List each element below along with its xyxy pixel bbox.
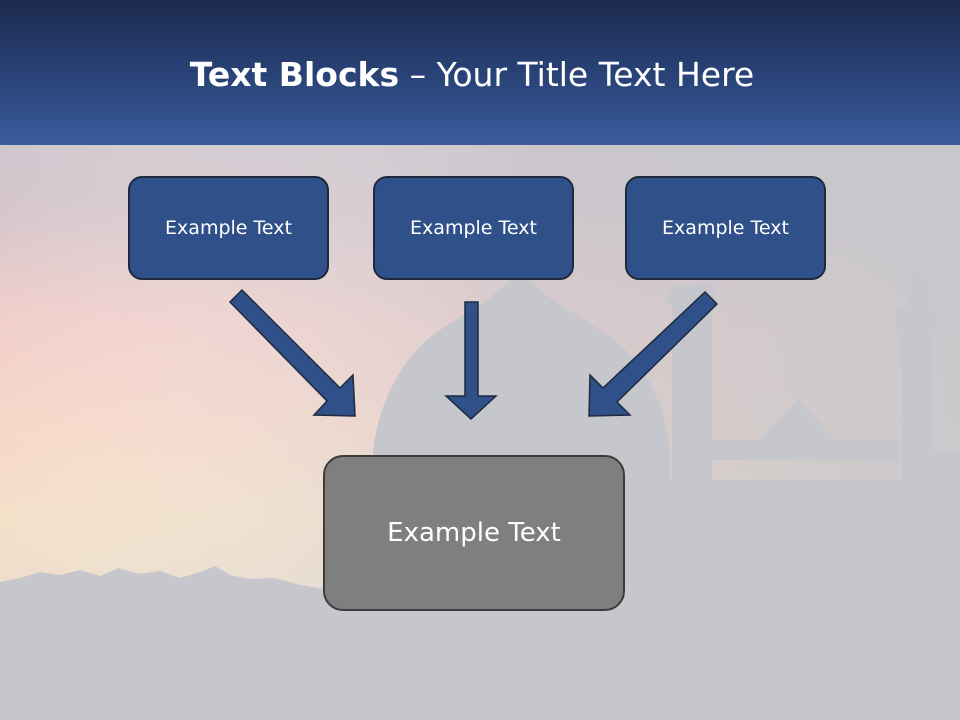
title-bar: Text Blocks – Your Title Text Here: [0, 0, 960, 145]
text-block-label: Example Text: [410, 217, 537, 239]
arrow-left-diagonal[interactable]: [228, 288, 356, 417]
arrow-center-down[interactable]: [444, 301, 498, 421]
text-block-label: Example Text: [165, 217, 292, 239]
slide-title[interactable]: Text Blocks – Your Title Text Here: [0, 52, 944, 98]
title-separator: –: [399, 55, 437, 94]
text-block-top-center[interactable]: Example Text: [373, 176, 574, 280]
title-rest-part: Your Title Text Here: [436, 55, 755, 94]
text-block-main[interactable]: Example Text: [323, 455, 625, 611]
text-block-top-left[interactable]: Example Text: [128, 176, 329, 280]
title-bold-part: Text Blocks: [189, 55, 400, 94]
text-block-label: Example Text: [662, 217, 789, 239]
text-block-main-label: Example Text: [387, 518, 561, 548]
text-block-top-right[interactable]: Example Text: [625, 176, 826, 280]
arrow-right-diagonal[interactable]: [588, 290, 719, 417]
